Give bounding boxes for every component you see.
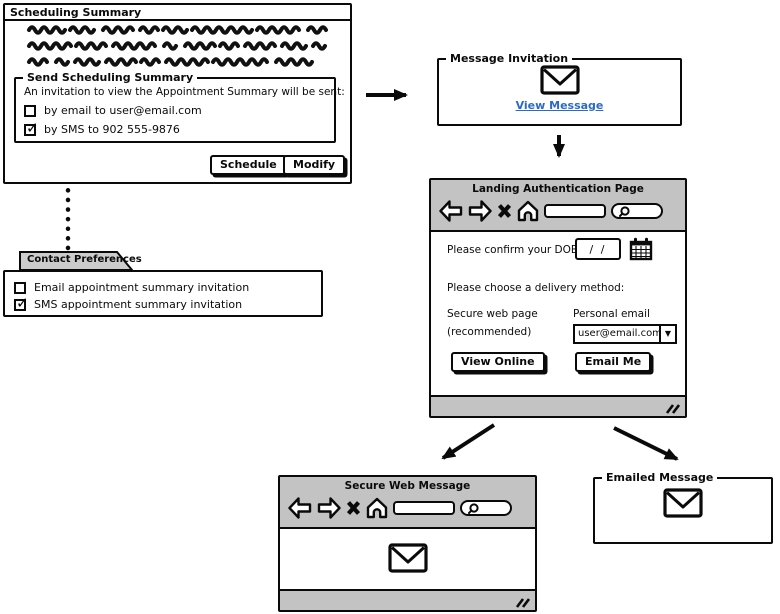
message-invitation-legend: Message Invitation (450, 52, 569, 65)
secure-message-content (280, 531, 535, 589)
email-dropdown-value: user@email.com (578, 328, 659, 339)
secure-web-message-window: Secure Web Message (278, 475, 537, 612)
email-pref-label: Email appointment summary invitation (34, 281, 250, 294)
home-icon[interactable] (517, 200, 539, 222)
envelope-icon (663, 488, 703, 518)
placeholder-text-scribble (27, 25, 328, 67)
forward-icon[interactable] (317, 497, 341, 519)
secure-option-line2: (recommended) (447, 326, 532, 338)
back-icon[interactable] (288, 497, 312, 519)
send-scheduling-summary-legend: Send Scheduling Summary (27, 71, 194, 84)
forward-icon[interactable] (468, 200, 492, 222)
contact-preferences-tab[interactable]: Contact Preferences (19, 251, 142, 271)
message-invitation-box: Message Invitation View Message (437, 52, 682, 126)
secure-browser-nav (280, 495, 535, 521)
sms-option-row: by SMS to 902 555-9876 (24, 119, 180, 137)
close-icon[interactable] (346, 499, 361, 517)
contact-preferences-tab-label: Contact Preferences (27, 254, 142, 265)
secure-option-line1: Secure web page (447, 308, 538, 320)
schedule-button[interactable]: Schedule (210, 155, 287, 175)
calendar-icon[interactable] (629, 237, 653, 265)
search-icon (619, 205, 630, 217)
resize-grip-icon[interactable] (664, 400, 681, 414)
email-option-checkbox[interactable] (24, 104, 36, 117)
sms-option-label: by SMS to 902 555-9876 (44, 123, 180, 136)
modify-button[interactable]: Modify (283, 155, 346, 175)
envelope-icon (387, 543, 428, 573)
address-bar[interactable] (393, 501, 455, 515)
email-option-label: by email to user@email.com (44, 104, 202, 117)
envelope-icon (539, 65, 580, 95)
email-pref-row: Email appointment summary invitation (14, 280, 249, 295)
delivery-prompt: Please choose a delivery method: (447, 282, 625, 294)
invitation-intro-text: An invitation to view the Appointment Su… (24, 86, 345, 98)
secure-status-bar (280, 589, 535, 610)
close-icon[interactable] (497, 202, 512, 220)
email-dropdown[interactable]: user@email.com ▼ (573, 324, 677, 344)
resize-grip-icon[interactable] (514, 594, 531, 608)
scheduling-summary-window: Scheduling Summary Send Scheduling Summa… (3, 3, 352, 184)
send-scheduling-summary-group: Send Scheduling Summary An invitation to… (14, 71, 345, 143)
dob-input[interactable]: / / (575, 238, 621, 260)
view-message-link[interactable]: View Message (515, 99, 604, 112)
email-pref-checkbox[interactable] (14, 281, 26, 294)
dob-label: Please confirm your DOB: (447, 244, 582, 256)
home-icon[interactable] (366, 497, 388, 519)
landing-browser-nav (431, 198, 685, 224)
search-field[interactable] (460, 500, 512, 516)
landing-browser-header: Landing Authentication Page (431, 180, 685, 232)
landing-authentication-window: Landing Authentication Page Please confi… (429, 178, 687, 418)
secure-window-title: Secure Web Message (344, 480, 471, 492)
scheduling-summary-title: Scheduling Summary (5, 5, 350, 21)
chevron-down-icon: ▼ (664, 329, 672, 338)
sms-pref-label: SMS appointment summary invitation (34, 298, 243, 311)
landing-window-title: Landing Authentication Page (472, 183, 644, 195)
sms-option-checkbox[interactable] (24, 119, 39, 137)
emailed-message-box: Emailed Message (593, 471, 773, 544)
contact-preferences-panel: Email appointment summary invitation SMS… (3, 270, 323, 317)
emailed-message-legend: Emailed Message (606, 471, 714, 484)
personal-email-label: Personal email (573, 308, 650, 320)
search-field[interactable] (611, 203, 663, 219)
dropdown-arrow-button[interactable]: ▼ (659, 326, 675, 342)
email-option-row: by email to user@email.com (24, 103, 202, 118)
back-icon[interactable] (439, 200, 463, 222)
search-icon (468, 502, 479, 514)
sms-pref-checkbox[interactable] (14, 294, 29, 312)
email-me-button[interactable]: Email Me (575, 352, 652, 372)
view-online-button[interactable]: View Online (451, 352, 545, 372)
secure-browser-header: Secure Web Message (280, 477, 535, 529)
sms-pref-row: SMS appointment summary invitation (14, 294, 243, 312)
address-bar[interactable] (544, 204, 606, 218)
landing-status-bar (431, 395, 685, 416)
